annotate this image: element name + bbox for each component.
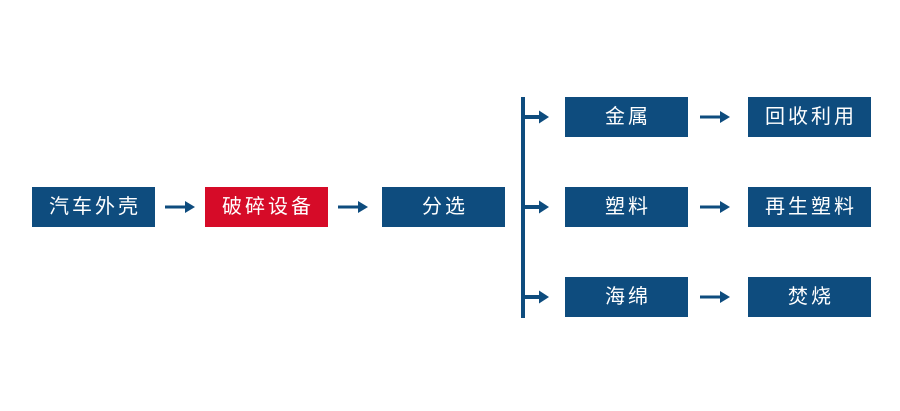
node-material-3[interactable]: 海绵 <box>565 277 688 317</box>
arrow-right-icon-branch-1 <box>523 107 549 127</box>
node-destination-3[interactable]: 焚烧 <box>748 277 871 317</box>
arrow-right-icon-main-1 <box>165 197 195 217</box>
arrow-right-icon-branch-3 <box>523 287 549 307</box>
arrow-right-icon-main-2 <box>338 197 368 217</box>
node-destination-1[interactable]: 回收利用 <box>748 97 871 137</box>
node-main-3[interactable]: 分选 <box>382 187 505 227</box>
node-main-1[interactable]: 汽车外壳 <box>32 187 155 227</box>
node-material-1[interactable]: 金属 <box>565 97 688 137</box>
node-destination-2[interactable]: 再生塑料 <box>748 187 871 227</box>
node-main-2[interactable]: 破碎设备 <box>205 187 328 227</box>
node-material-2[interactable]: 塑料 <box>565 187 688 227</box>
arrow-right-icon-branch-2-out <box>700 197 730 217</box>
arrow-right-icon-branch-2 <box>523 197 549 217</box>
arrow-right-icon-branch-3-out <box>700 287 730 307</box>
arrow-right-icon-branch-1-out <box>700 107 730 127</box>
